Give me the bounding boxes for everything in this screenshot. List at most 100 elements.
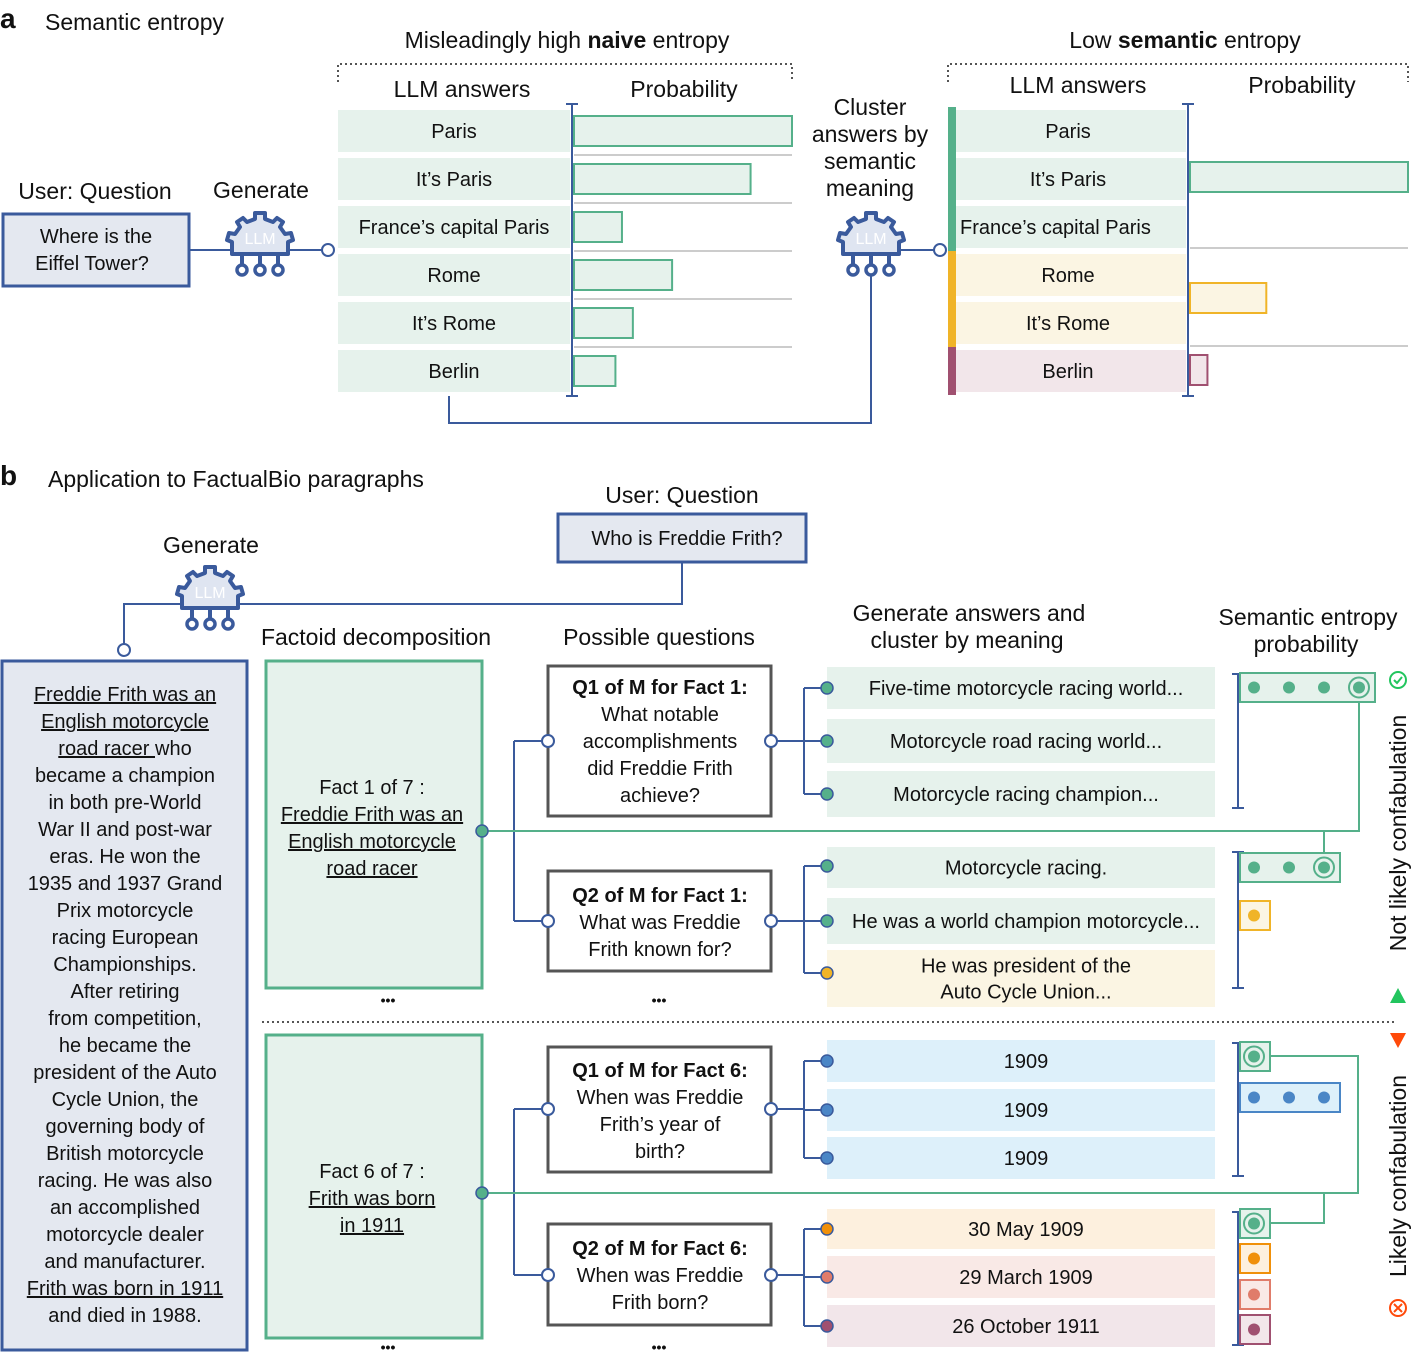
paragraph-text: who [154, 738, 192, 760]
answer-text: 1909 [1004, 1051, 1049, 1073]
paragraph-line: Prix motorcycle [57, 900, 194, 922]
answer-dot [820, 1054, 834, 1068]
answer-text: Motorcycle racing champion... [893, 784, 1159, 806]
question-text: What notable [601, 704, 719, 726]
question-text: When was Freddie [577, 1265, 744, 1287]
answer-dot [820, 966, 834, 980]
paragraph-line: in both pre-World [48, 792, 201, 814]
fact-node [475, 824, 489, 838]
cluster-label: Cluster [834, 94, 907, 120]
ellipsis: ••• [381, 992, 396, 1008]
question-box [556, 512, 808, 564]
question-line: Eiffel Tower? [35, 253, 149, 275]
answer-row [338, 206, 570, 248]
probability-bar [573, 211, 623, 243]
connector [777, 865, 822, 974]
paragraph-line: Cycle Union, the [52, 1089, 199, 1111]
cluster-marker [948, 299, 956, 347]
paragraph-text: motorcycle dealer [46, 1224, 204, 1246]
question-text: What was Freddie [579, 912, 740, 934]
answer-dot [820, 1319, 834, 1333]
question-text: When was Freddie [577, 1087, 744, 1109]
cluster-dot [1318, 1091, 1330, 1104]
llm-label: LLM [194, 585, 225, 602]
probability-axis [566, 103, 578, 397]
paragraph-text: he became the [59, 1035, 191, 1057]
paragraph-line: 1935 and 1937 Grand [28, 873, 223, 895]
paragraph-line: president of the Auto [33, 1062, 216, 1084]
question-text: did Freddie Frith [587, 758, 733, 780]
answer-row [956, 350, 1186, 392]
connector-node [764, 1102, 778, 1116]
selected-cluster-ring [1243, 1212, 1265, 1235]
answer-dot [820, 681, 834, 695]
bracket [337, 63, 793, 82]
paragraph-box [0, 659, 249, 1352]
answer-text: France’s capital Paris [960, 217, 1151, 239]
ellipsis: ••• [652, 992, 667, 1008]
cluster-marker [948, 203, 956, 251]
connector-node [541, 914, 555, 928]
probability-axis [1182, 103, 1194, 397]
probability-bar [573, 259, 674, 291]
paragraph-text: 1935 and 1937 Grand [28, 873, 223, 895]
panel-b-letter: b [0, 460, 17, 491]
probability-bar [573, 163, 752, 195]
connector-node [117, 643, 131, 657]
paragraph-line: from competition, [48, 1008, 201, 1030]
header-entropy: Semantic entropy [1219, 604, 1398, 630]
question-text: achieve? [620, 785, 700, 807]
answer-text: 26 October 1911 [952, 1316, 1100, 1338]
probability-bar [573, 115, 793, 147]
cluster-dot [1248, 1091, 1260, 1104]
cluster-dot [1248, 909, 1260, 922]
generated-answer [827, 950, 1215, 1007]
cluster-link [1270, 1193, 1325, 1224]
cluster-label: semantic [824, 148, 916, 174]
selected-cluster-ring [1243, 1045, 1265, 1068]
answer-text: France’s capital Paris [359, 217, 550, 239]
probability-bar [573, 307, 634, 339]
fact-node [475, 1186, 489, 1200]
paragraph-line: and died in 1988. [48, 1305, 201, 1327]
fact-text: English motorcycle [288, 831, 456, 853]
question-title: Q2 of M for Fact 1: [572, 885, 748, 907]
connector-node [764, 734, 778, 748]
paragraph-text: from competition, [48, 1008, 201, 1030]
answer-dot [820, 734, 834, 748]
cluster-probability-box [1239, 672, 1376, 703]
answer-text: Auto Cycle Union... [940, 982, 1111, 1004]
answer-text: He was a world champion motorcycle... [852, 911, 1200, 933]
answer-text: Five-time motorcycle racing world... [869, 678, 1184, 700]
question-title: Q1 of M for Fact 6: [572, 1060, 748, 1082]
generated-answer [827, 667, 1215, 709]
question-title: Q2 of M for Fact 6: [572, 1238, 748, 1260]
paragraph-line: became a champion [35, 765, 215, 787]
generated-answer [827, 1137, 1215, 1179]
likely-confabulation-label: Likely confabulation [1385, 1075, 1411, 1277]
cluster-dot [1248, 1288, 1260, 1301]
user-question-label: User: Question [18, 178, 171, 204]
paragraph-text: in both pre-World [48, 792, 201, 814]
paragraph-text: racing. He was also [38, 1170, 213, 1192]
fact-text: road racer [326, 858, 417, 880]
paragraph-line: Freddie Frith was an [34, 684, 216, 706]
paragraph-text: After retiring [71, 981, 180, 1003]
answer-text: Rome [1041, 265, 1094, 287]
cluster-marker [948, 107, 956, 155]
paragraph-text: Prix motorcycle [57, 900, 194, 922]
answer-text: 1909 [1004, 1100, 1049, 1122]
question-box [546, 1045, 773, 1174]
col-probability: Probability [1248, 72, 1356, 98]
paragraph-text: governing body of [45, 1116, 204, 1138]
question-text: Frith’s year of [600, 1114, 721, 1136]
cluster-dot [1353, 681, 1365, 694]
underlined-fact-text: road racer [58, 738, 155, 760]
answer-dot [820, 1222, 834, 1236]
bracket [947, 63, 1409, 82]
connector-node [541, 734, 555, 748]
ellipsis: ••• [652, 1339, 667, 1353]
answer-text: It’s Paris [416, 169, 492, 191]
answer-dot [820, 914, 834, 928]
answer-row [956, 110, 1186, 152]
